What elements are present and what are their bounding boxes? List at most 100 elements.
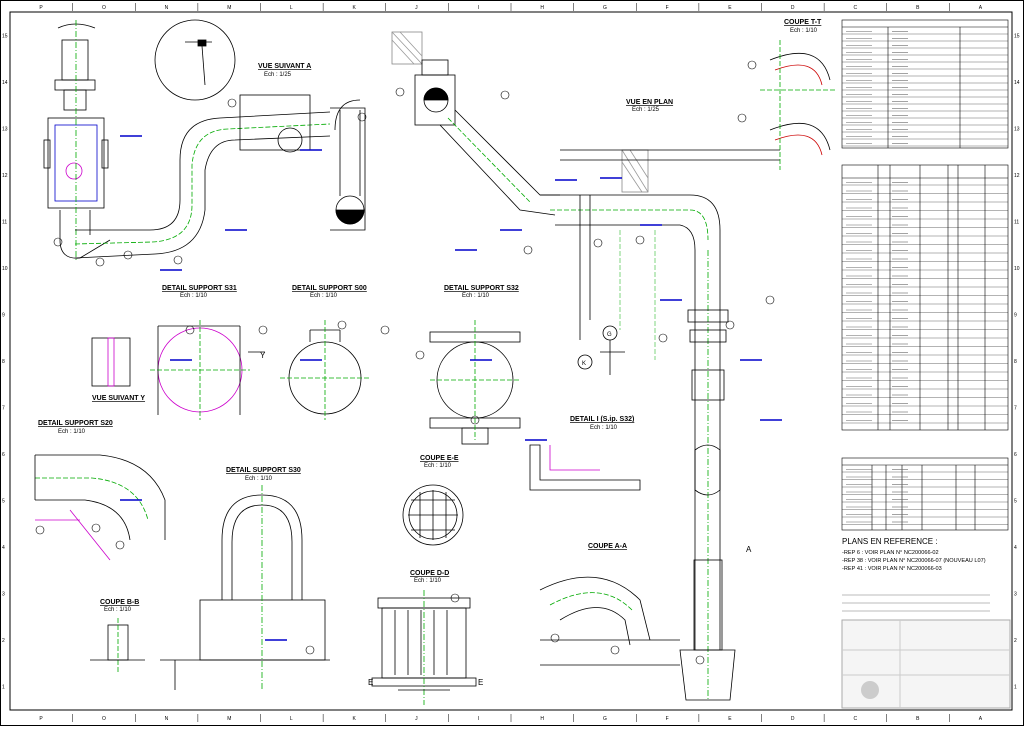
detail-s31-drawing	[91, 320, 265, 420]
zone-marker: 13	[1014, 126, 1020, 132]
coupe-t-t-title: COUPE T-T	[784, 19, 822, 26]
zone-marker: H	[540, 716, 544, 722]
callout-e-left: E	[368, 678, 373, 687]
zone-marker: 8	[1014, 359, 1017, 365]
zone-marker: N	[165, 5, 169, 11]
detail-s00-drawing	[280, 320, 370, 420]
item-balloon	[737, 113, 747, 123]
zone-marker: 3	[1014, 592, 1017, 598]
reference-line-3: -REP 41 : VOIR PLAN N° NC200066-03	[842, 566, 942, 572]
vue-en-plan-pipe	[391, 31, 780, 701]
zone-marker: G	[603, 716, 607, 722]
item-balloon	[695, 655, 705, 665]
table-main	[841, 19, 1009, 149]
vue-en-plan-scale: Ech : 1/25	[632, 107, 660, 113]
vue-suivant-a-title: VUE SUIVANT A	[258, 63, 311, 70]
zone-marker: P	[39, 5, 43, 11]
zone-marker: E	[728, 5, 732, 11]
zone-marker: 4	[1014, 545, 1017, 551]
coupe-e-e-scale: Ech : 1/10	[424, 463, 452, 469]
coupe-d-d-title: COUPE D-D	[410, 570, 449, 577]
zone-marker: 10	[1014, 266, 1020, 272]
reference-line-1: -REP 6 : VOIR PLAN N° NC200066-02	[842, 550, 939, 556]
zone-marker: A	[979, 716, 983, 722]
zone-marker: 2	[1014, 638, 1017, 644]
item-balloon	[658, 333, 668, 343]
callout-a: A	[746, 545, 752, 554]
zone-marker: I	[478, 5, 479, 11]
item-balloons	[35, 60, 775, 665]
vue-suivant-y-title: VUE SUIVANT Y	[92, 395, 145, 402]
zone-marker: C	[853, 716, 857, 722]
item-balloon	[115, 540, 125, 550]
zone-marker: 11	[2, 219, 7, 225]
zone-marker: 8	[2, 359, 5, 365]
zone-marker: 10	[2, 266, 8, 272]
item-balloon	[725, 320, 735, 330]
coupe-b-b-drawing	[90, 618, 145, 672]
zone-marker: F	[666, 5, 669, 11]
coupe-a-a-drawing	[539, 576, 680, 666]
zone-marker: 15	[1014, 33, 1020, 39]
vertical-pipe-elevation	[43, 20, 111, 260]
zone-marker: 3	[2, 592, 5, 598]
detail-s30-scale: Ech : 1/10	[245, 476, 273, 482]
coupe-t-t-drawing	[760, 40, 835, 170]
zone-marker: 5	[1014, 499, 1017, 505]
title-block	[841, 619, 1011, 709]
zone-marker: 9	[1014, 312, 1017, 318]
zone-marker: P	[39, 716, 43, 722]
zone-marker: M	[227, 5, 231, 11]
callout-circles	[577, 325, 625, 375]
detail-s20-scale: Ech : 1/10	[58, 429, 86, 435]
zone-marker: J	[415, 716, 418, 722]
item-balloon	[258, 325, 268, 335]
item-balloon	[450, 593, 460, 603]
detail-s30-title: DETAIL SUPPORT S30	[226, 467, 301, 474]
zone-marker: E	[728, 716, 732, 722]
item-balloon	[95, 257, 105, 267]
zone-marker: H	[540, 5, 544, 11]
zone-marker: L	[290, 5, 293, 11]
references-block: PLANS EN REFERENCE : -REP 6 : VOIR PLAN …	[842, 537, 986, 572]
detail-s20-drawing	[34, 454, 166, 561]
zone-marker: K	[352, 716, 356, 722]
zone-marker: B	[916, 716, 920, 722]
zone-marker: 1	[1014, 685, 1017, 691]
callout-g: G	[607, 332, 612, 338]
coupe-t-t-scale: Ech : 1/10	[790, 28, 818, 34]
zone-marker: N	[165, 716, 169, 722]
zone-marker: F	[666, 716, 669, 722]
coupe-a-a-title: COUPE A-A	[588, 543, 627, 550]
center-lines	[619, 230, 656, 360]
item-balloon	[227, 98, 237, 108]
detail-s31-title: DETAIL SUPPORT S31	[162, 285, 237, 292]
notes-block-faint	[842, 594, 990, 612]
detail-s31-scale: Ech : 1/10	[180, 293, 208, 299]
reference-line-2: -REP 38 : VOIR PLAN N° NC200066-07 (NOUV…	[842, 558, 986, 564]
zone-marker: 2	[2, 638, 5, 644]
zone-marker: C	[853, 5, 857, 11]
table-main-rows	[842, 31, 1008, 147]
zone-marker: 9	[2, 312, 5, 318]
item-balloon	[53, 237, 63, 247]
item-balloon	[470, 415, 480, 425]
zone-marker: L	[290, 716, 293, 722]
detail-s00-title: DETAIL SUPPORT S00	[292, 285, 367, 292]
zone-marker: 14	[1014, 80, 1020, 86]
zone-marker: A	[979, 5, 983, 11]
zone-marker: 7	[1014, 406, 1017, 412]
item-balloon	[765, 295, 775, 305]
item-balloon	[415, 350, 425, 360]
coupe-b-b-title: COUPE B-B	[100, 599, 139, 606]
zone-marker: 14	[2, 80, 8, 86]
zone-marker: 6	[1014, 452, 1017, 458]
zone-marker: J	[415, 5, 418, 11]
vue-suivant-a-scale: Ech : 1/25	[264, 72, 292, 78]
zone-marker: 13	[2, 126, 8, 132]
